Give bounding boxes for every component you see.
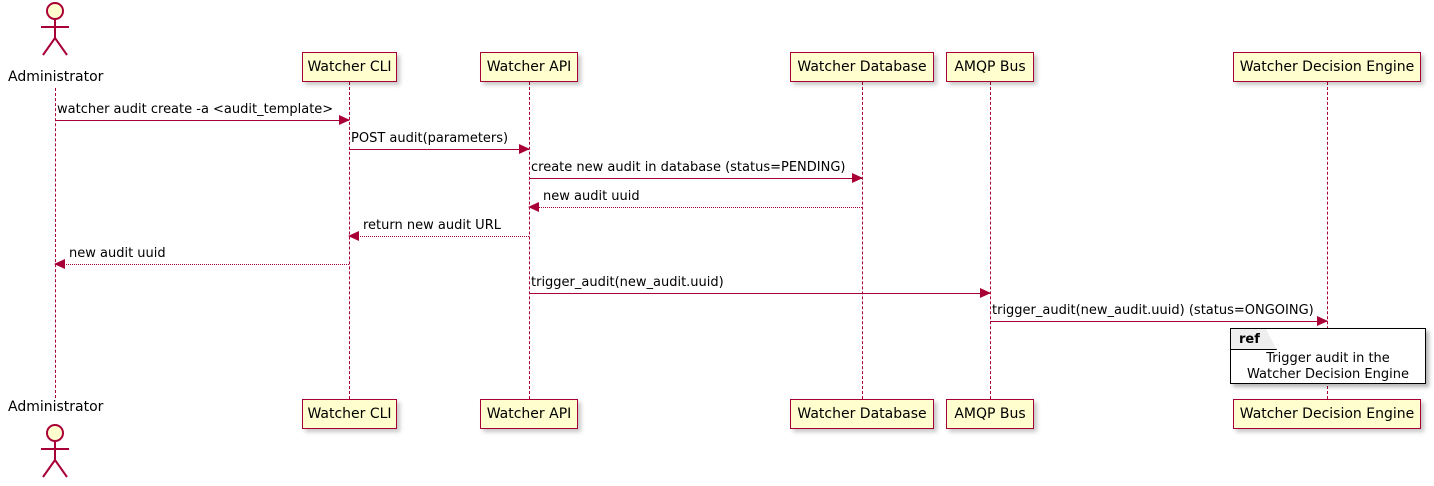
participant-watcher-database-bottom[interactable]: Watcher Database: [790, 399, 934, 429]
message-line: [529, 207, 862, 208]
message-line: [55, 264, 349, 265]
actor-icon-administrator-top: [41, 2, 69, 56]
participant-amqp-bus-bottom[interactable]: AMQP Bus: [946, 399, 1034, 429]
message-label: trigger_audit(new_audit.uuid) (status=ON…: [992, 302, 1314, 318]
message-label: watcher audit create -a <audit_template>: [57, 101, 334, 117]
arrowhead-left-icon: [54, 259, 65, 269]
ref-fragment-body: Trigger audit in the Watcher Decision En…: [1231, 351, 1425, 383]
lifeline-administrator: [55, 88, 56, 398]
message-line: [349, 149, 529, 150]
message-line: [55, 120, 349, 121]
message-line: [529, 178, 862, 179]
actor-icon-administrator-bottom: [41, 424, 69, 478]
lifeline-watcher-database: [862, 82, 863, 399]
participant-watcher-decision-engine-bottom[interactable]: Watcher Decision Engine: [1233, 399, 1421, 429]
participant-amqp-bus-top[interactable]: AMQP Bus: [946, 52, 1034, 82]
participant-watcher-database-top[interactable]: Watcher Database: [790, 52, 934, 82]
arrowhead-right-icon: [1317, 316, 1328, 326]
arrowhead-left-icon: [528, 202, 539, 212]
message-line: [349, 236, 529, 237]
lifeline-watcher-api: [529, 82, 530, 399]
actor-label-administrator-top: Administrator: [8, 69, 104, 85]
participant-watcher-api-bottom[interactable]: Watcher API: [480, 399, 578, 429]
message-line: [990, 321, 1327, 322]
ref-fragment-operator-label: ref: [1231, 329, 1277, 350]
participant-watcher-cli-bottom[interactable]: Watcher CLI: [302, 399, 397, 429]
participant-watcher-decision-engine-top[interactable]: Watcher Decision Engine: [1233, 52, 1421, 82]
message-label: trigger_audit(new_audit.uuid): [531, 274, 724, 290]
message-label: POST audit(parameters): [351, 130, 509, 146]
message-label: return new audit URL: [363, 217, 501, 233]
lifeline-amqp-bus: [990, 82, 991, 399]
actor-label-administrator-bottom: Administrator: [8, 399, 104, 415]
arrowhead-right-icon: [980, 288, 991, 298]
participant-watcher-cli-top[interactable]: Watcher CLI: [302, 52, 397, 82]
arrowhead-right-icon: [339, 115, 350, 125]
message-label: new audit uuid: [543, 188, 640, 204]
ref-fragment[interactable]: ref Trigger audit in the Watcher Decisio…: [1230, 328, 1426, 384]
participant-watcher-api-top[interactable]: Watcher API: [480, 52, 578, 82]
arrowhead-left-icon: [348, 231, 359, 241]
message-label: create new audit in database (status=PEN…: [531, 159, 846, 175]
ref-fragment-line-2: Watcher Decision Engine: [1247, 367, 1409, 382]
ref-fragment-line-1: Trigger audit in the: [1266, 351, 1390, 366]
message-label: new audit uuid: [69, 245, 166, 261]
lifeline-watcher-decision-engine: [1327, 82, 1328, 399]
message-line: [529, 293, 990, 294]
arrowhead-right-icon: [852, 173, 863, 183]
arrowhead-right-icon: [519, 144, 530, 154]
